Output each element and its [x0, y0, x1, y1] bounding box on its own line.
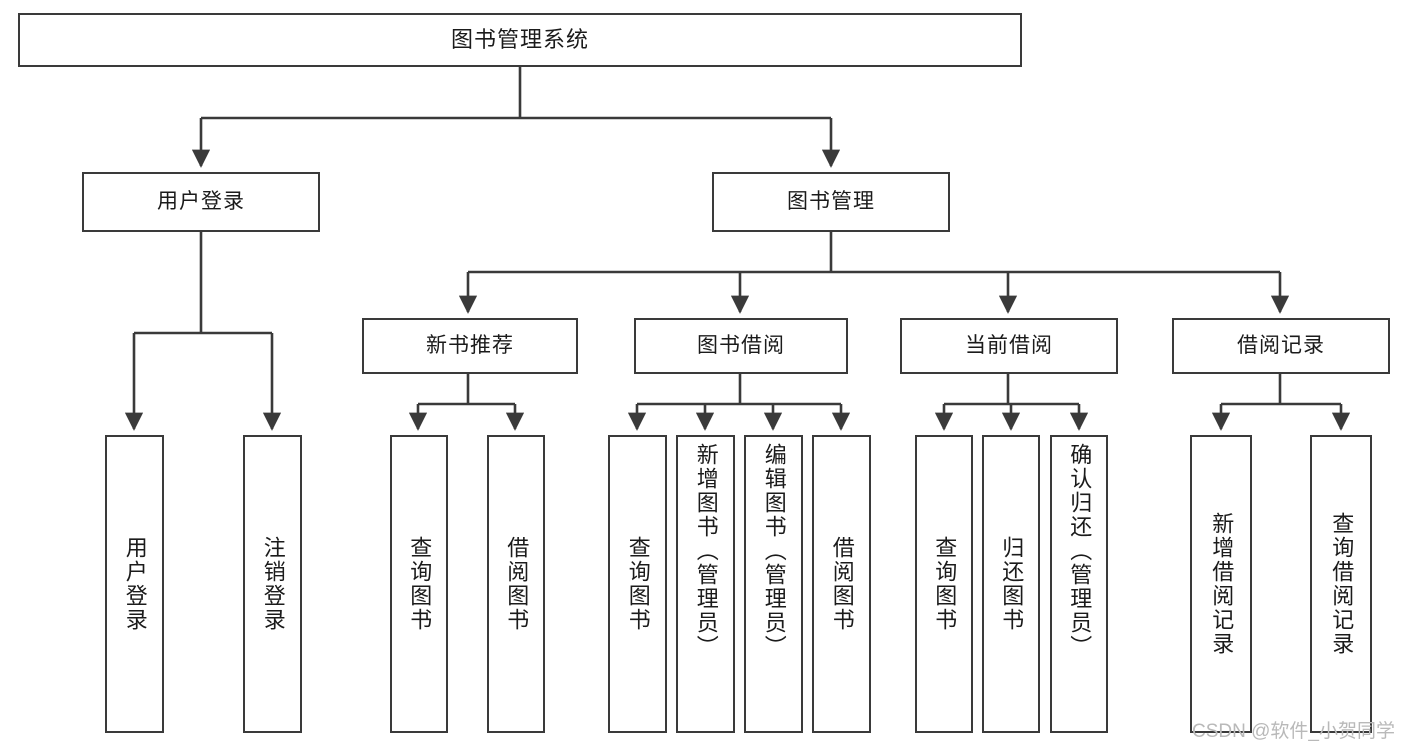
node-leaf-add-record[interactable]: 新增借阅记录: [1190, 435, 1252, 733]
node-leaf-query-book-3[interactable]: 查询图书: [915, 435, 973, 733]
node-leaf-query-record[interactable]: 查询借阅记录: [1310, 435, 1372, 733]
node-leaf-return-book-label: 归还图书: [999, 536, 1025, 632]
node-leaf-query-book-2[interactable]: 查询图书: [608, 435, 667, 733]
node-leaf-add-book[interactable]: 新增图书（管理员）: [676, 435, 735, 733]
node-leaf-query-book-1-label: 查询图书: [407, 536, 433, 632]
node-leaf-add-book-label: 新增图书（管理员）: [693, 443, 719, 659]
node-leaf-logout[interactable]: 注销登录: [243, 435, 302, 733]
node-leaf-confirm-return[interactable]: 确认归还（管理员）: [1050, 435, 1108, 733]
node-book-manage[interactable]: 图书管理: [712, 172, 950, 232]
node-current-borrow[interactable]: 当前借阅: [900, 318, 1118, 374]
node-leaf-borrow-book-2[interactable]: 借阅图书: [812, 435, 871, 733]
node-leaf-borrow-book-1-label: 借阅图书: [504, 536, 530, 632]
node-user-login-label: 用户登录: [157, 189, 245, 213]
node-leaf-borrow-book-2-label: 借阅图书: [829, 536, 855, 632]
node-current-borrow-label: 当前借阅: [965, 333, 1053, 357]
csdn-watermark: CSDN @软件_小贺同学: [1192, 721, 1395, 742]
node-leaf-edit-book[interactable]: 编辑图书（管理员）: [744, 435, 803, 733]
node-leaf-query-book-1[interactable]: 查询图书: [390, 435, 448, 733]
node-book-borrow[interactable]: 图书借阅: [634, 318, 848, 374]
node-leaf-add-record-label: 新增借阅记录: [1209, 512, 1235, 656]
node-borrow-record-label: 借阅记录: [1237, 333, 1325, 357]
node-book-manage-label: 图书管理: [787, 189, 875, 213]
node-leaf-query-book-3-label: 查询图书: [932, 536, 958, 632]
node-leaf-logout-label: 注销登录: [260, 536, 286, 632]
node-user-login[interactable]: 用户登录: [82, 172, 320, 232]
node-leaf-edit-book-label: 编辑图书（管理员）: [761, 443, 787, 659]
node-leaf-user-login-label: 用户登录: [122, 536, 148, 632]
node-new-book-recommend[interactable]: 新书推荐: [362, 318, 578, 374]
node-leaf-user-login[interactable]: 用户登录: [105, 435, 164, 733]
node-root[interactable]: 图书管理系统: [18, 13, 1022, 67]
node-leaf-return-book[interactable]: 归还图书: [982, 435, 1040, 733]
node-new-book-recommend-label: 新书推荐: [426, 333, 514, 357]
node-leaf-borrow-book-1[interactable]: 借阅图书: [487, 435, 545, 733]
node-borrow-record[interactable]: 借阅记录: [1172, 318, 1390, 374]
node-book-borrow-label: 图书借阅: [697, 333, 785, 357]
node-leaf-confirm-return-label: 确认归还（管理员）: [1067, 443, 1093, 659]
node-root-label: 图书管理系统: [450, 27, 589, 53]
node-leaf-query-record-label: 查询借阅记录: [1329, 512, 1355, 656]
node-leaf-query-book-2-label: 查询图书: [625, 536, 651, 632]
